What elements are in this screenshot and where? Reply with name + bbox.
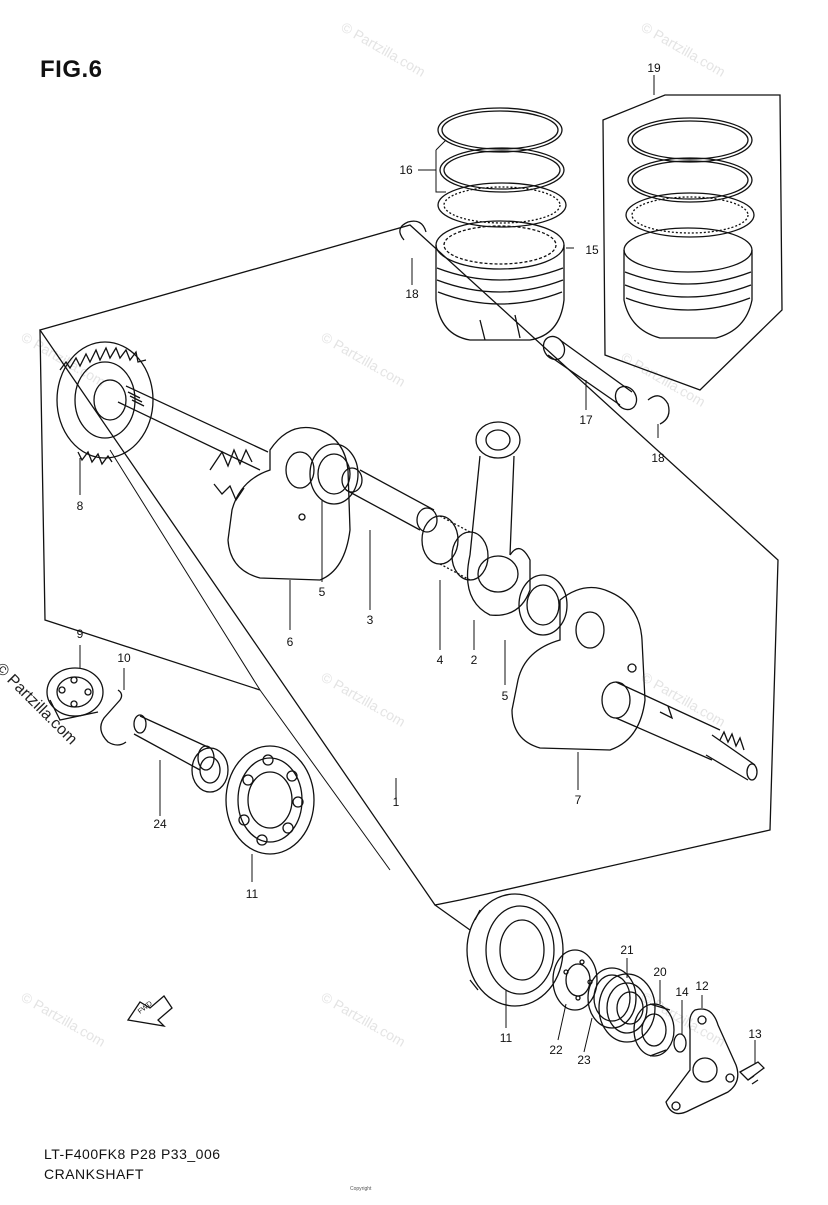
watermark-text: © Partzilla.com [319, 329, 409, 390]
forward-arrow-icon [126, 995, 173, 1027]
spacer-ring [587, 967, 637, 1029]
left-small-bearing [46, 667, 104, 721]
thrust-washer [309, 443, 359, 505]
callout-9: 9 [77, 627, 84, 641]
crankshaft-assembly-frame [38, 224, 779, 906]
callout-18: 18 [651, 451, 665, 465]
callout-12: 12 [695, 979, 709, 993]
callout-24: 24 [153, 817, 167, 831]
callout-23: 23 [577, 1053, 591, 1067]
piston-pin-circlip [647, 395, 670, 425]
piston-kit [623, 117, 755, 339]
connecting-rod [466, 421, 531, 616]
main-bearing [225, 745, 315, 855]
callout-labels: 1 2 3 4 5 5 6 7 8 9 10 11 11 12 13 14 15… [77, 61, 762, 1067]
watermark-text: © Partzilla.com [19, 989, 109, 1050]
balancer-shaft [133, 714, 215, 771]
callout-17: 17 [579, 413, 593, 427]
callout-10: 10 [117, 651, 131, 665]
callout-22: 22 [549, 1043, 563, 1057]
main-bearing [466, 893, 564, 1007]
leader-lines [79, 75, 756, 1064]
small-bearing [552, 949, 598, 1011]
callout-2: 2 [471, 653, 478, 667]
figure-name: CRANKSHAFT [44, 1166, 144, 1182]
callout-13: 13 [748, 1027, 762, 1041]
o-ring [673, 1033, 687, 1053]
piston-kit-frame [602, 94, 783, 391]
figure-code: LT-F400FK8 P28 P33_006 [44, 1146, 221, 1162]
callout-3: 3 [367, 613, 374, 627]
piston-pin-circlip [399, 220, 427, 241]
piston-ring-set [437, 107, 567, 228]
crank-gear [56, 341, 154, 466]
mounting-bolt [738, 1061, 765, 1085]
callout-7: 7 [575, 793, 582, 807]
callout-18: 18 [405, 287, 419, 301]
callout-14: 14 [675, 985, 689, 999]
footer-fineprint: Copyright [350, 1186, 372, 1192]
figure-title: FIG.6 [40, 56, 103, 83]
retainer-plate [665, 1008, 739, 1115]
callout-5: 5 [319, 585, 326, 599]
left-crankshaft-shaft [117, 385, 269, 502]
callout-5: 5 [502, 689, 509, 703]
callout-4: 4 [437, 653, 444, 667]
callout-16: 16 [399, 163, 413, 177]
bearing-circlip [100, 689, 127, 746]
callout-19: 20 [653, 965, 667, 979]
callout-1: 1 [393, 795, 400, 809]
watermark-text: © Partzilla.com [319, 989, 409, 1050]
crankshaft-assembly-frame-lower [39, 329, 471, 931]
left-crank-web [227, 426, 351, 581]
piston-pin [542, 335, 638, 411]
callout-6: 6 [287, 635, 294, 649]
watermarks: © Partzilla.com © Partzilla.com © Partzi… [19, 19, 729, 1050]
thrust-washer [518, 574, 568, 636]
callout-15: 15 [585, 243, 599, 257]
callout-21: 21 [620, 943, 634, 957]
watermark-text: © Partzilla.com [339, 19, 429, 80]
watermark-text: © Partzilla.com [19, 329, 109, 390]
spacer [633, 1003, 675, 1057]
crank-pin [341, 467, 438, 533]
callout-11: 11 [246, 887, 259, 901]
callout-8: 8 [77, 499, 84, 513]
spacer-washer [191, 747, 229, 793]
right-crank-web [511, 586, 646, 751]
watermark-text: © Partzilla.com [319, 669, 409, 730]
needle-bearing [421, 515, 489, 581]
watermark-text: © Partzilla.com [619, 349, 709, 410]
callout-11: 11 [500, 1031, 513, 1045]
callout-20: 19 [647, 61, 661, 75]
piston [435, 220, 565, 341]
right-crankshaft-shaft [601, 681, 758, 781]
